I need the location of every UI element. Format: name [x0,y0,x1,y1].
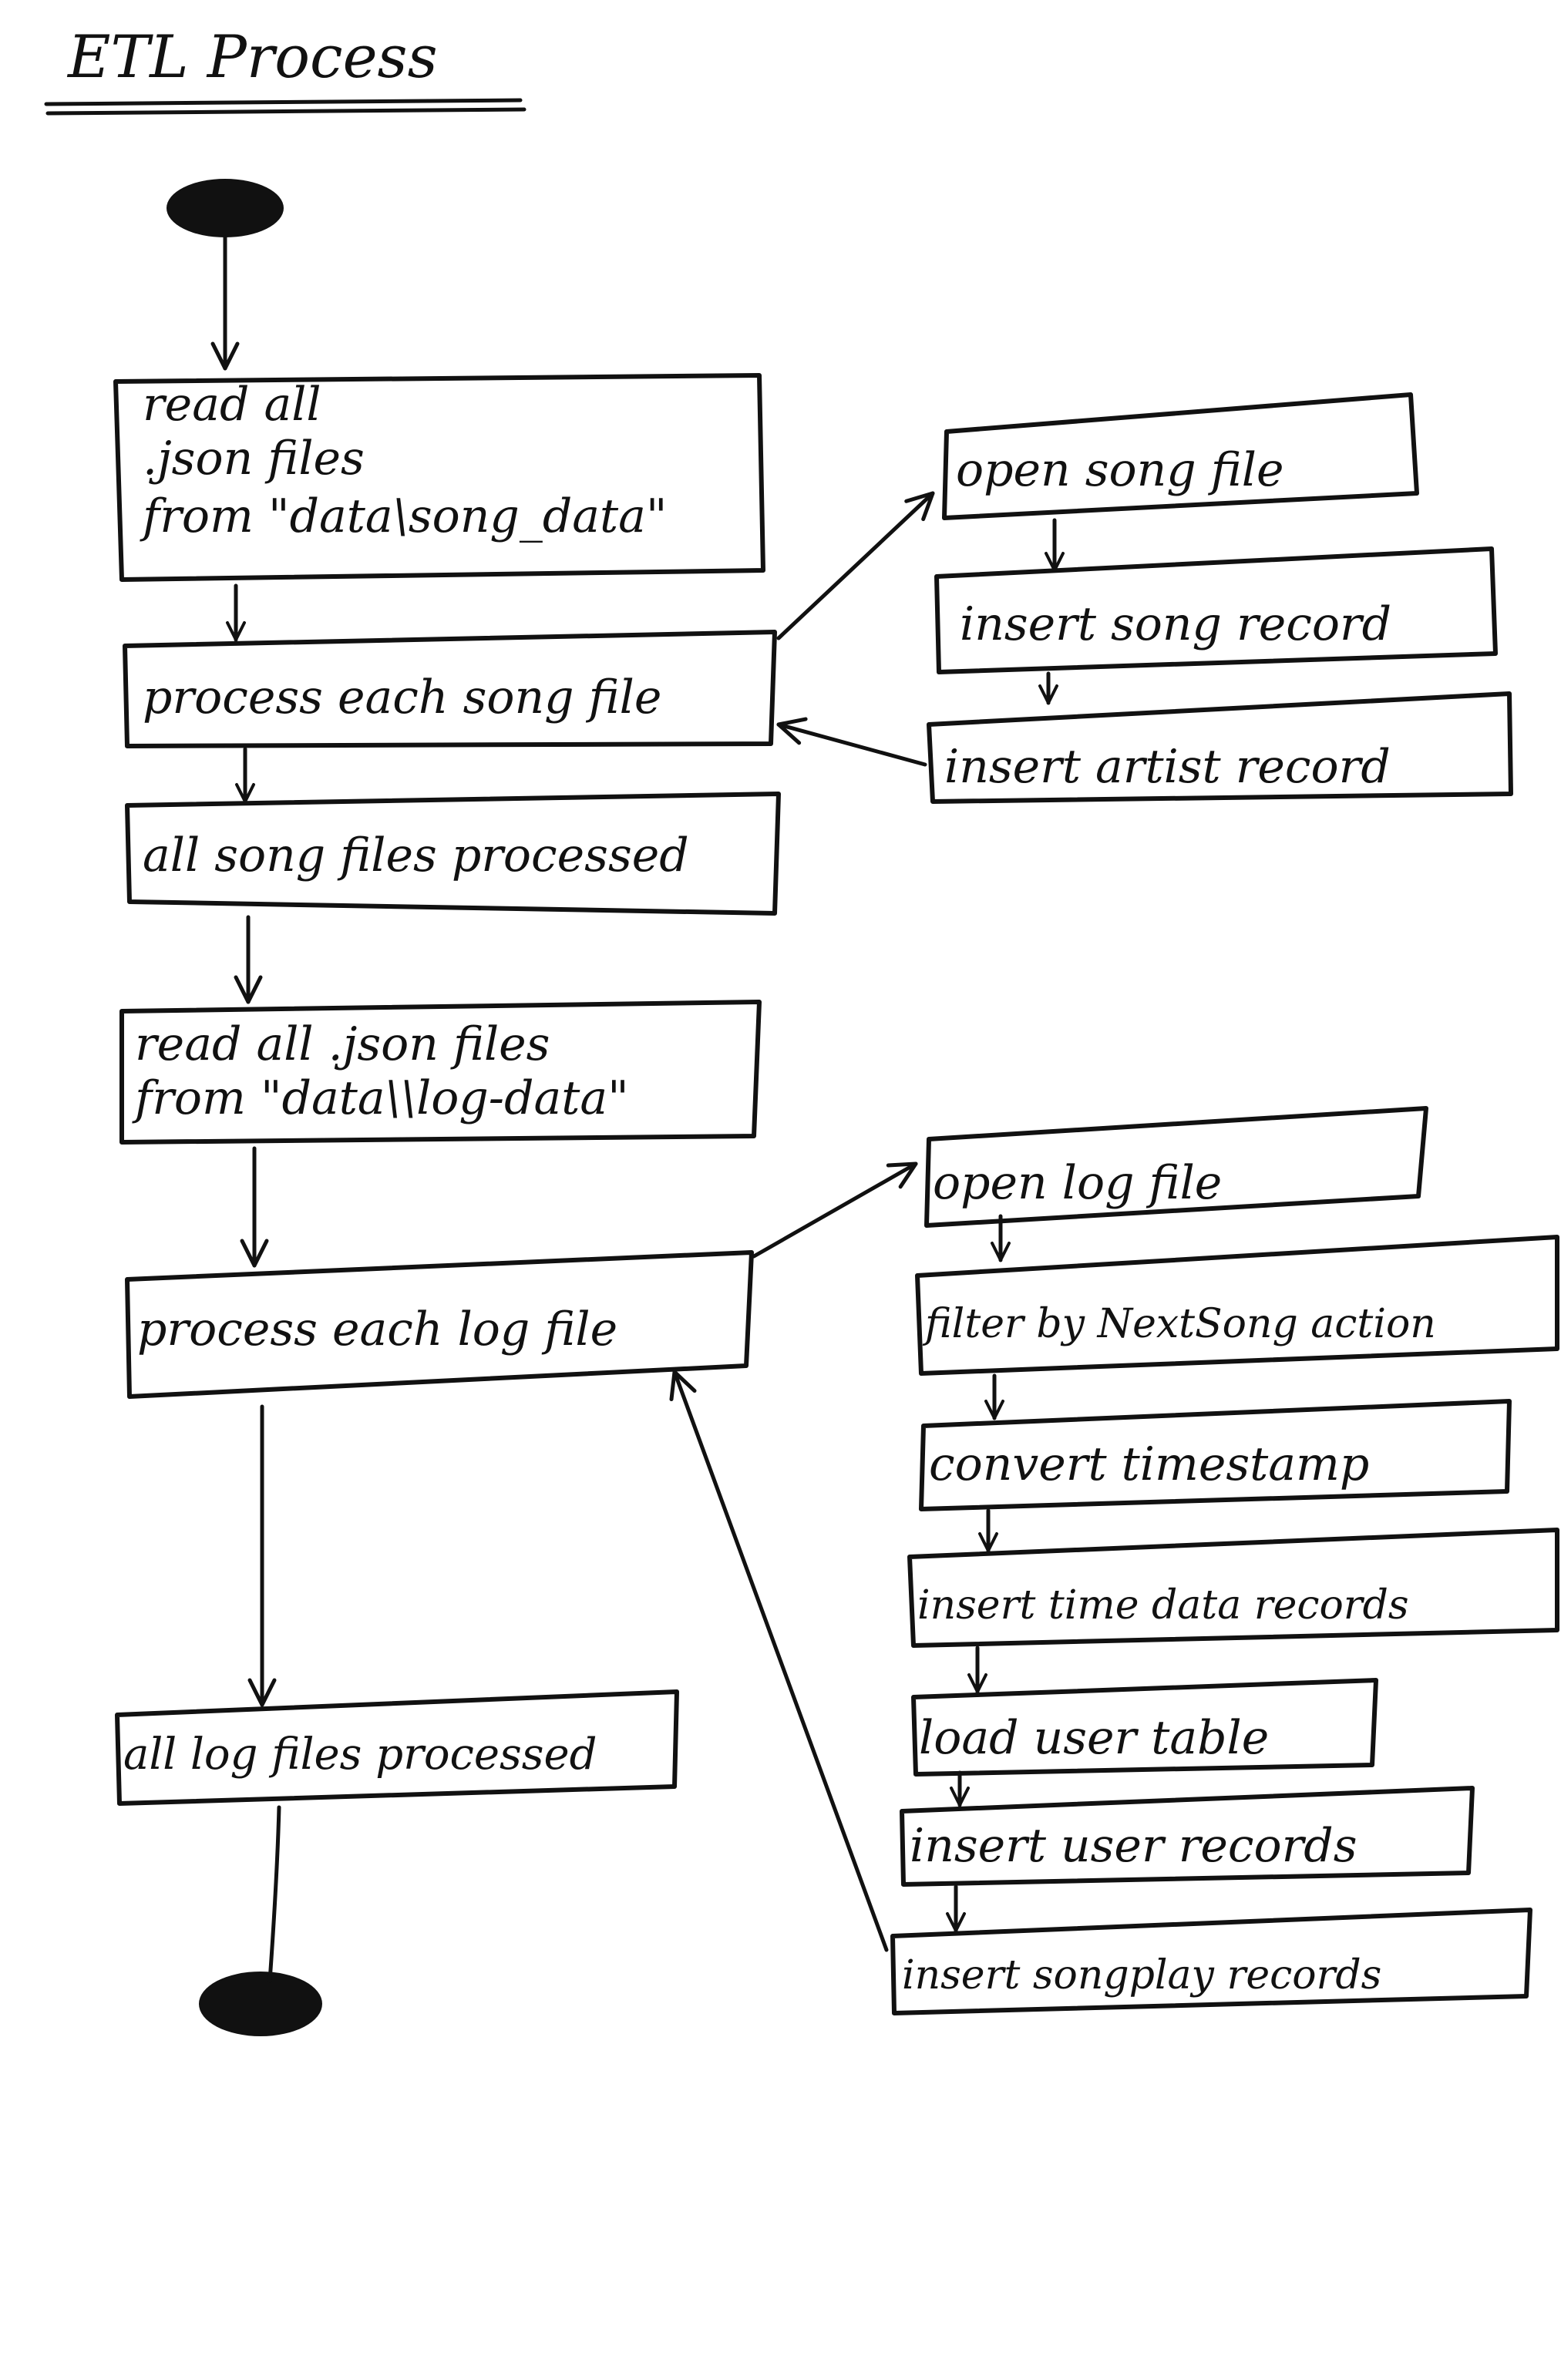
node-insert-artist-label: insert artist record [944,740,1391,794]
node-process-song-label: process each song file [143,671,661,724]
edge-insert-artist-to-process-song [776,717,927,767]
node-insert-user-label: insert user records [910,1819,1357,1873]
edge-process-song-to-open-song [776,491,935,640]
node-open-log-label: open log file [933,1156,1222,1210]
node-read-log-line-2: from "data\\log-data" [132,1071,629,1125]
title-underline [44,98,523,106]
start-node [167,179,284,237]
node-read-song-line-2: .json files [143,432,365,486]
diagram-title: ETL Process [66,22,438,91]
node-insert-user: insert user records [900,1786,1475,1887]
node-insert-artist: insert artist record [927,691,1513,804]
node-all-song-label: all song files processed [143,829,689,882]
node-all-song: all song files processed [125,792,781,916]
edge-process-log-to-open-log [752,1161,918,1259]
node-load-user: load user table [911,1678,1378,1777]
node-insert-song: insert song record [934,546,1498,674]
node-open-song-label: open song file [956,443,1284,497]
node-all-log-label: all log files processed [123,1730,597,1780]
edge-insert-songplay-to-process-log [669,1370,889,1952]
node-insert-songplay-label: insert songplay records [902,1952,1381,1998]
node-process-log: process each log file [125,1250,754,1399]
title-underline-2 [45,107,527,116]
node-insert-time-label: insert time data records [917,1582,1409,1629]
node-insert-time: insert time data records [907,1528,1559,1648]
edge-all-log-to-end [267,1805,281,1983]
end-node [199,1972,322,2036]
node-filter-next-label: filter by NextSong action [922,1301,1436,1347]
node-convert-ts-label: convert timestamp [929,1437,1369,1491]
node-convert-ts: convert timestamp [919,1399,1512,1511]
node-load-user-label: load user table [919,1711,1269,1765]
node-read-song-line-1: read all [143,378,321,432]
node-open-song: open song file [942,392,1419,520]
node-read-log: read all .json files from "data\\log-dat… [119,1000,762,1145]
node-read-song: read all .json files from "data\song_dat… [113,373,765,582]
node-read-song-line-3: from "data\song_data" [140,489,667,543]
node-all-log: all log files processed [115,1689,679,1806]
node-read-log-line-1: read all .json files [135,1017,550,1071]
node-open-log: open log file [924,1106,1428,1228]
node-insert-songplay: insert songplay records [890,1908,1532,2015]
node-process-song: process each song file [123,630,777,748]
node-filter-next: filter by NextSong action [915,1235,1559,1376]
node-insert-song-label: insert song record [960,597,1391,651]
node-process-log-label: process each log file [137,1303,617,1356]
